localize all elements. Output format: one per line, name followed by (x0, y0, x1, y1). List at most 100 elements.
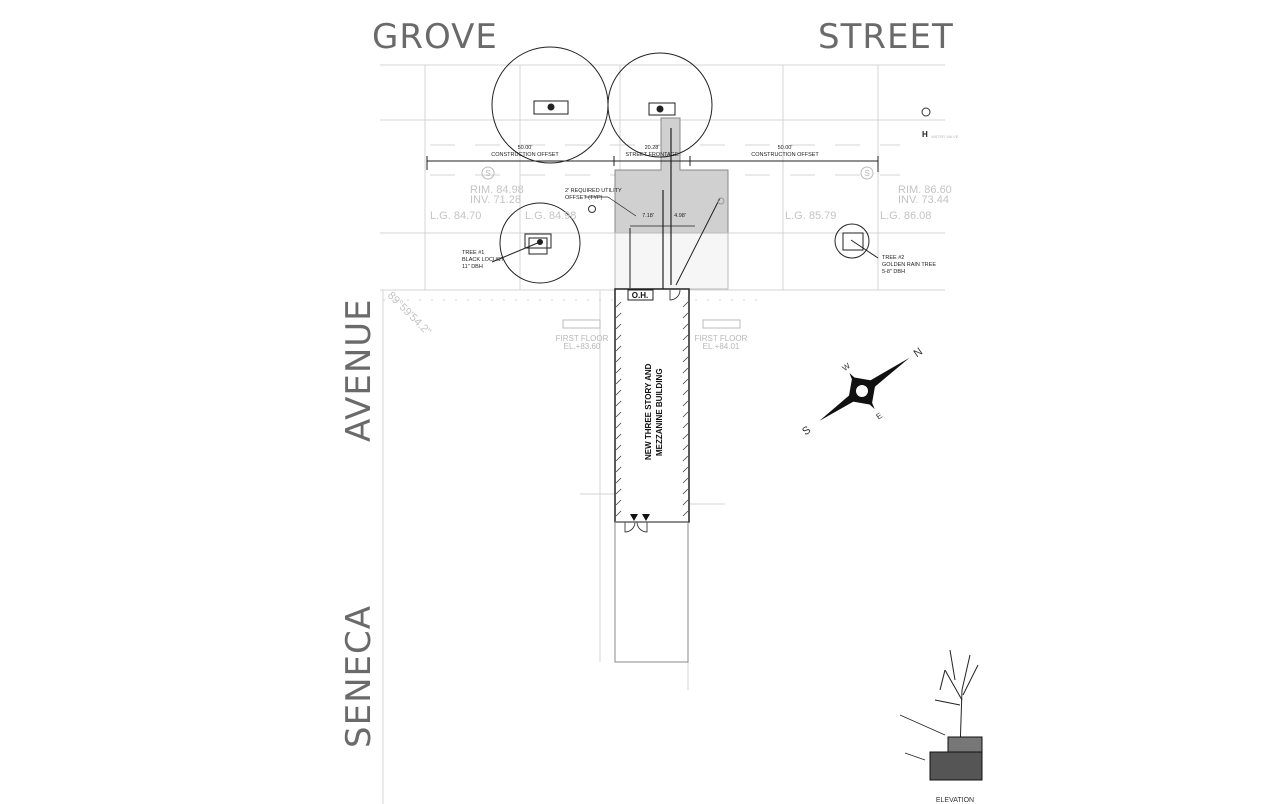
hatch-line (682, 345, 689, 352)
compass-n: N (912, 346, 925, 360)
manhole-rim: RIM. 86.60 (898, 184, 952, 196)
dimension-small: 4.98' (674, 213, 686, 219)
tree-1-species: BLACK LOCUST (462, 257, 505, 263)
grade-label: L.G. 85.79 (785, 210, 836, 222)
hatch-line (682, 499, 689, 506)
hatch-line (682, 510, 689, 517)
dimension-line (426, 156, 879, 172)
dimension-small: 7.18' (642, 213, 654, 219)
dimension-label: CONSTRUCTION OFFSET (751, 152, 819, 158)
hatch-line (682, 466, 689, 473)
utility-offset-note: 2' REQUIRED UTILITY (565, 188, 622, 194)
hatch-line (615, 499, 622, 506)
hatch-line (615, 444, 622, 451)
grade-label: L.G. 84.98 (525, 210, 576, 222)
tree-2-species: GOLDEN RAIN TREE (882, 262, 936, 268)
hatch-line (615, 301, 622, 308)
hatch-line (682, 356, 689, 363)
water-valve-label: WATER VALVE (931, 134, 959, 139)
building-label: MEZZANINE BUILDING (655, 368, 664, 456)
hatch-line (682, 433, 689, 440)
tree-1-label: TREE #1 (462, 250, 484, 256)
sewer-manhole-icon (860, 166, 874, 180)
hatch-line (615, 411, 622, 418)
manhole-symbol: S (864, 169, 869, 178)
property-bearing: 89°59'54.2" (385, 290, 433, 338)
tree-planting-elevation: ELEVATION (899, 649, 983, 804)
hatch-line (682, 488, 689, 495)
compass-w: W (841, 361, 853, 373)
grade-label: L.G. 84.70 (430, 210, 481, 222)
hydrant-icon (921, 107, 931, 117)
hatch-line (615, 389, 622, 396)
hatch-line (682, 334, 689, 341)
hatch-line (682, 400, 689, 407)
water-valve-icon: H (922, 130, 928, 139)
tree-2-size: 5-8" DBH (882, 269, 905, 275)
manhole-inv: INV. 71.28 (470, 194, 521, 206)
door-swing (669, 289, 681, 301)
hatch-line (682, 477, 689, 484)
wall-hatch (615, 301, 689, 517)
tree-1-size: 11" DBH (462, 264, 483, 270)
dimension-label: STREET FRONTAGE (625, 152, 679, 158)
overhead-door (627, 289, 654, 301)
manhole-symbol: S (485, 169, 490, 178)
compass-e: E (874, 411, 884, 421)
dimension-value: 50.00' (518, 145, 533, 151)
utility-offset-note: OFFSET (TYP) (565, 195, 603, 201)
hatch-line (682, 367, 689, 374)
tree-2-label: TREE #2 (882, 255, 904, 261)
first-floor-label: FIRST FLOOR (556, 334, 609, 343)
tree-2-canopy (834, 223, 870, 259)
entry-doors (624, 521, 648, 533)
dimension-label: CONSTRUCTION OFFSET (491, 152, 559, 158)
hatch-line (615, 433, 622, 440)
rear-yard (614, 521, 689, 663)
sewer-manhole-icon (481, 166, 495, 180)
building-label: NEW THREE STORY AND (644, 363, 653, 460)
first-floor-label: FIRST FLOOR (695, 334, 748, 343)
hatch-line (682, 378, 689, 385)
existing-tree-canopy (607, 52, 713, 158)
hatch-line (682, 411, 689, 418)
dimension-value: 20.28' (645, 145, 660, 151)
hatch-line (615, 477, 622, 484)
hatch-line (615, 488, 622, 495)
hatch-line (682, 455, 689, 462)
hatch-line (615, 510, 622, 517)
hatch-line (615, 356, 622, 363)
entry-arrows-icon (630, 514, 650, 521)
street-name-avenue: AVENUE (339, 298, 379, 442)
hatch-line (682, 301, 689, 308)
hatch-line (682, 312, 689, 319)
hatch-line (682, 444, 689, 451)
hatch-line (682, 422, 689, 429)
compass-s: S (800, 424, 813, 438)
manhole-rim: RIM. 84.98 (470, 184, 524, 196)
hatch-line (615, 378, 622, 385)
hatch-line (615, 367, 622, 374)
hatch-line (682, 389, 689, 396)
hatch-line (682, 323, 689, 330)
hatch-line (615, 466, 622, 473)
hatch-line (615, 323, 622, 330)
hatch-line (615, 345, 622, 352)
first-floor-elevation: EL.+83.60 (564, 342, 601, 351)
street-name-grove: GROVE (372, 17, 498, 57)
hatch-line (615, 312, 622, 319)
street-name-seneca: SENECA (339, 605, 379, 748)
overhead-door-label: O.H. (632, 291, 648, 300)
north-arrow-compass: N S W E (800, 346, 925, 438)
hatch-line (615, 334, 622, 341)
tree-1-canopy (499, 202, 581, 284)
dimension-value: 50.00' (778, 145, 793, 151)
hatch-line (615, 400, 622, 407)
grade-label: L.G. 86.08 (880, 210, 931, 222)
electric-symbol (588, 205, 596, 213)
street-name-street: STREET (818, 17, 954, 57)
first-floor-elevation: EL.+84.01 (703, 342, 740, 351)
manhole-inv: INV. 73.44 (898, 194, 949, 206)
hatch-line (615, 422, 622, 429)
